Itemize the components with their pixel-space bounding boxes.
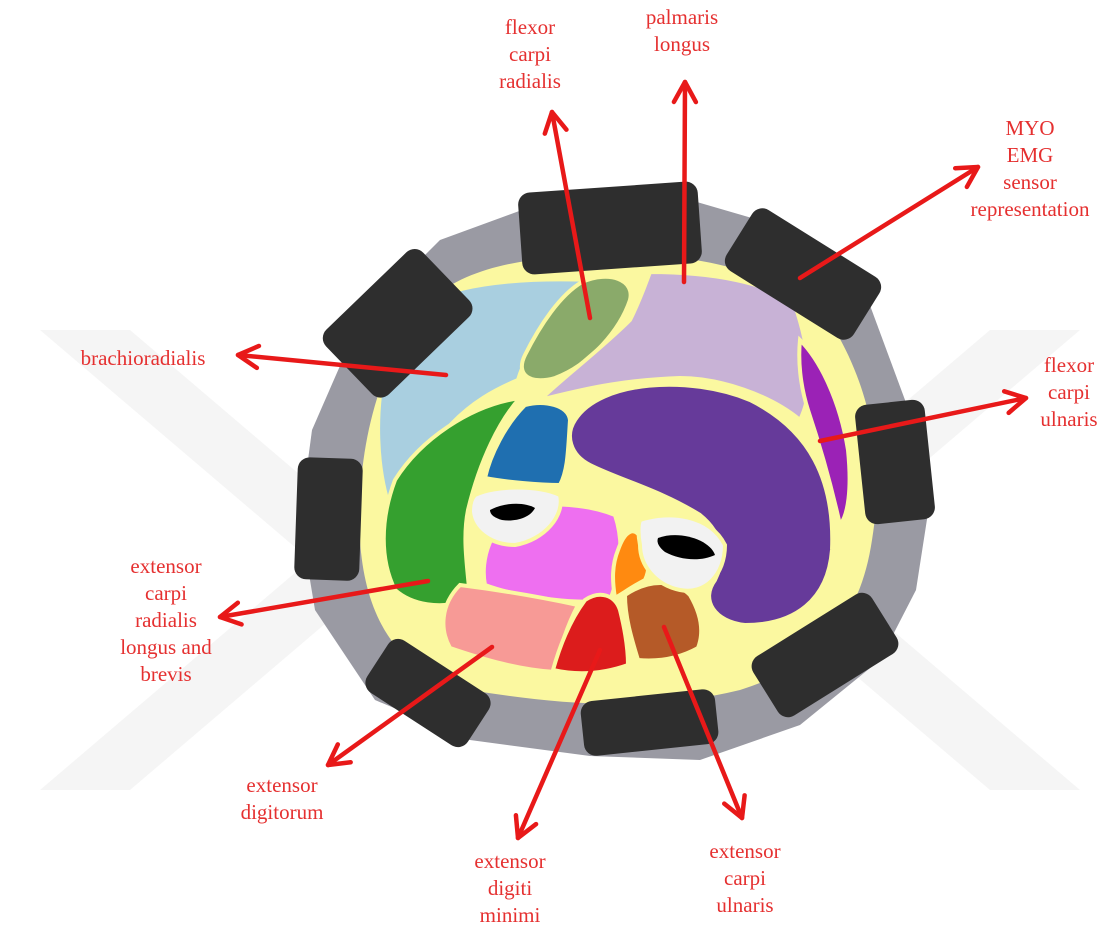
- label-line: MYO: [1005, 116, 1054, 140]
- label-flexor-carpi-radialis: flexor carpi radialis: [499, 15, 561, 93]
- label-brachioradialis: brachioradialis: [81, 346, 206, 370]
- label-line: ulnaris: [1040, 407, 1097, 431]
- label-line: carpi: [145, 581, 187, 605]
- label-line: minimi: [480, 903, 541, 927]
- label-extensor-carpi-ulnaris: extensor carpi ulnaris: [709, 839, 780, 917]
- label-palmaris-longus: palmaris longus: [646, 5, 718, 56]
- arrow-palmaris-longus: [684, 82, 685, 282]
- label-line: carpi: [509, 42, 551, 66]
- label-line: palmaris: [646, 5, 718, 29]
- sensor-pad: [517, 181, 702, 275]
- label-line: longus and: [120, 635, 212, 659]
- label-line: extensor: [709, 839, 780, 863]
- label-line: extensor: [246, 773, 317, 797]
- extensor-carpi-ulnaris-muscle: [625, 583, 701, 661]
- label-line: brachioradialis: [81, 346, 206, 370]
- label-line: flexor: [505, 15, 555, 39]
- label-line: representation: [971, 197, 1090, 221]
- label-line: extensor: [130, 554, 201, 578]
- label-line: carpi: [724, 866, 766, 890]
- arrow-myo-sensor: [800, 167, 978, 278]
- label-myo-sensor: MYO EMG sensor representation: [971, 116, 1090, 221]
- label-line: digitorum: [241, 800, 324, 824]
- label-flexor-carpi-ulnaris: flexor carpi ulnaris: [1040, 353, 1097, 431]
- label-line: carpi: [1048, 380, 1090, 404]
- label-line: extensor: [474, 849, 545, 873]
- label-extensor-digitorum: extensor digitorum: [241, 773, 324, 824]
- label-line: brevis: [140, 662, 191, 686]
- label-line: flexor: [1044, 353, 1094, 377]
- label-extensor-digiti-minimi: extensor digiti minimi: [474, 849, 545, 927]
- sensor-pad: [294, 457, 363, 581]
- label-line: ulnaris: [716, 893, 773, 917]
- label-line: sensor: [1003, 170, 1057, 194]
- label-line: EMG: [1007, 143, 1054, 167]
- label-line: radialis: [135, 608, 197, 632]
- label-line: digiti: [488, 876, 533, 900]
- label-line: radialis: [499, 69, 561, 93]
- label-line: longus: [654, 32, 710, 56]
